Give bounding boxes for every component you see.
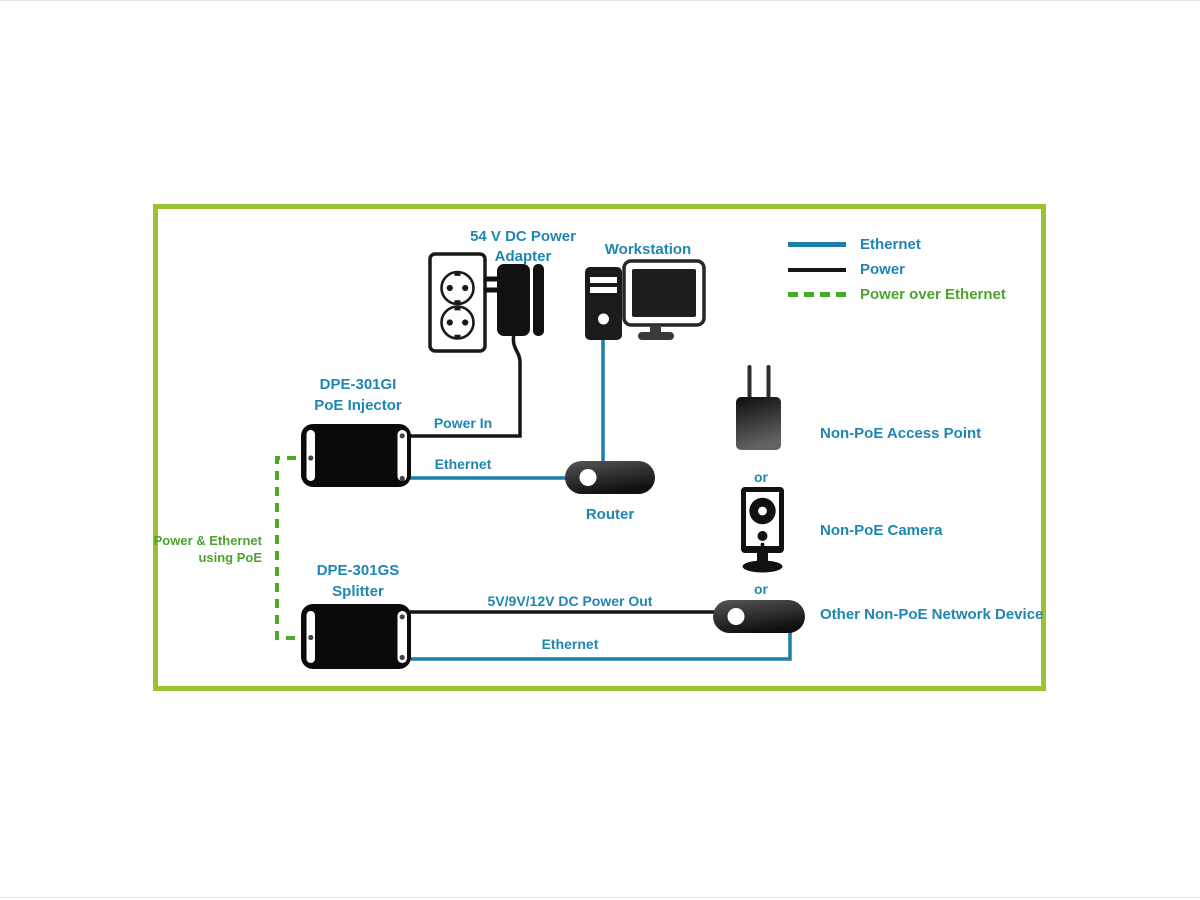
legend-item-poe: Power over Ethernet bbox=[788, 282, 1006, 307]
poe-line-swatch bbox=[788, 292, 846, 297]
poe-note-line2: using PoE bbox=[198, 550, 262, 565]
splitter-title-line1: DPE-301GS bbox=[316, 562, 400, 579]
image-bottom-edge bbox=[0, 897, 1200, 898]
legend: Ethernet Power Power over Ethernet bbox=[788, 232, 1006, 307]
poe-splitter-icon bbox=[301, 604, 411, 669]
power-in-label: Power In bbox=[433, 415, 493, 431]
ethernet-line-swatch bbox=[788, 242, 846, 247]
splitter-title-line2: Splitter bbox=[332, 583, 384, 600]
adapter-title-line1: 54 V DC Power bbox=[470, 228, 576, 245]
router-title: Router bbox=[585, 506, 635, 523]
splitter-title: DPE-301GS Splitter bbox=[288, 560, 428, 602]
injector-title: DPE-301GI PoE Injector bbox=[288, 374, 428, 416]
camera-icon bbox=[741, 487, 784, 573]
access-point-label: Non-PoE Access Point bbox=[820, 425, 982, 442]
poe-injector-icon bbox=[301, 424, 411, 487]
other-device-label: Other Non-PoE Network Device bbox=[820, 606, 1044, 623]
power-in-line bbox=[406, 332, 522, 438]
or-label-second: or bbox=[754, 581, 768, 597]
camera-label: Non-PoE Camera bbox=[820, 522, 943, 539]
image-top-edge bbox=[0, 0, 1200, 1]
wall-outlet-icon bbox=[428, 252, 487, 353]
workstation-icon bbox=[585, 259, 706, 340]
power-line-swatch bbox=[788, 267, 846, 272]
ethernet-line-splitter-device bbox=[408, 626, 792, 661]
adapter-title: 54 V DC Power Adapter bbox=[428, 227, 618, 267]
injector-title-line2: PoE Injector bbox=[314, 397, 402, 414]
diagram-frame bbox=[153, 204, 1046, 691]
legend-item-power: Power bbox=[788, 257, 1006, 282]
poe-dashed-line bbox=[275, 456, 312, 640]
legend-item-ethernet: Ethernet bbox=[788, 232, 1006, 257]
ethernet-top-label: Ethernet bbox=[434, 456, 492, 472]
power-adapter-icon bbox=[484, 264, 544, 336]
ethernet-bottom-label: Ethernet bbox=[541, 636, 599, 652]
legend-label: Power over Ethernet bbox=[860, 286, 1006, 303]
or-label-first: or bbox=[754, 469, 768, 485]
adapter-title-line2: Adapter bbox=[494, 248, 552, 265]
poe-note-line1: Power & Ethernet bbox=[153, 533, 262, 548]
power-out-label: 5V/9V/12V DC Power Out bbox=[487, 593, 653, 609]
workstation-title: Workstation bbox=[604, 241, 692, 258]
injector-title-line1: DPE-301GI bbox=[319, 376, 397, 393]
router-icon bbox=[565, 461, 655, 494]
access-point-icon bbox=[736, 365, 781, 450]
poe-note: Power & Ethernet using PoE bbox=[152, 532, 262, 566]
network-device-icon bbox=[713, 600, 805, 633]
legend-label: Ethernet bbox=[860, 236, 921, 253]
legend-label: Power bbox=[860, 261, 906, 278]
